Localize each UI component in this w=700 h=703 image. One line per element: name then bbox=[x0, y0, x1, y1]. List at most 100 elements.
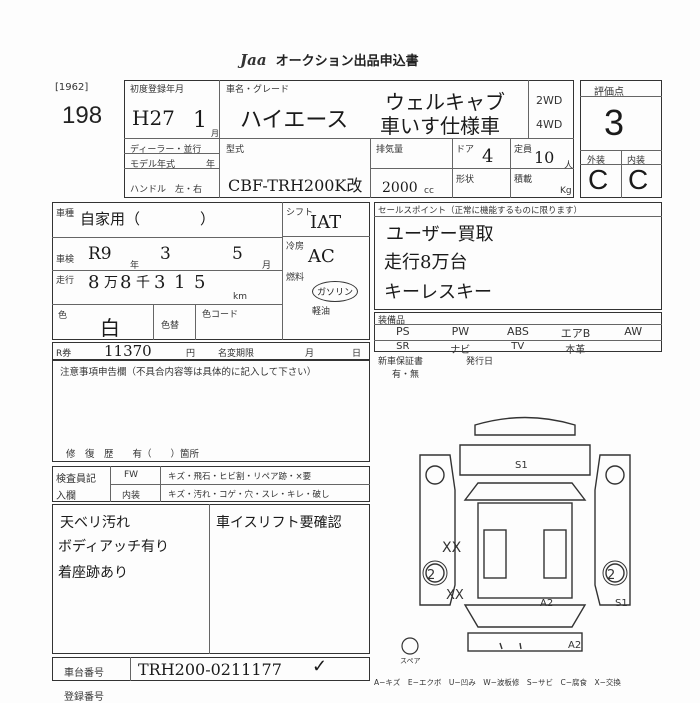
mileage-digit: 万 bbox=[104, 275, 118, 291]
handle-label: ハンドル 左・右 bbox=[130, 185, 203, 195]
inspection-month: 5 bbox=[232, 244, 243, 264]
recycle-unit: 円 bbox=[186, 349, 196, 359]
inspector-fw-items: キズ・飛石・ヒビ割・リペア跡・×要 bbox=[168, 472, 312, 482]
color-value: 白 bbox=[100, 316, 120, 340]
sales-line: ユーザー買取 bbox=[386, 224, 494, 245]
registration-number-label: 登録番号 bbox=[64, 692, 104, 703]
remark-right: 車イスリフト要確認 bbox=[216, 515, 342, 531]
car-name-label: 車名・グレード bbox=[226, 85, 290, 95]
equipment-item: SR bbox=[396, 341, 410, 352]
remark-left: 天ベリ汚れ bbox=[60, 515, 130, 531]
repair-history: 修 復 歴 有（ ）箇所 bbox=[66, 449, 200, 460]
interior-label: 内装 bbox=[627, 156, 646, 166]
mileage-digit: 3 bbox=[154, 272, 166, 293]
interior-grade: C bbox=[628, 164, 649, 195]
equipment-label: 装備品 bbox=[378, 316, 406, 326]
color-code-label: 色コード bbox=[202, 310, 239, 320]
mileage-unit: km bbox=[233, 292, 247, 302]
mileage-digit: 8 bbox=[120, 272, 132, 293]
diagram-mark: 2 bbox=[427, 568, 436, 583]
spare-tire-icon bbox=[401, 637, 419, 655]
header: Jaa オークション出品申込書 bbox=[240, 50, 480, 70]
chassis-label: 車台番号 bbox=[64, 668, 104, 679]
car-name: ハイエース bbox=[240, 108, 349, 133]
fuel-label: 燃料 bbox=[286, 273, 305, 283]
diagram-mark: 2 bbox=[607, 568, 616, 583]
capacity-label: 定員 bbox=[514, 145, 533, 155]
damage-legend: A−キズ E−エクボ U−凹み W−波板修 S−サビ C−腐食 X−交換 bbox=[374, 678, 621, 687]
exterior-grade: C bbox=[588, 164, 609, 195]
vehicle-info-grid bbox=[124, 80, 574, 198]
shift-label: シフト bbox=[286, 208, 314, 218]
mileage-digit: 1 bbox=[174, 272, 186, 293]
ac-value: AC bbox=[308, 246, 335, 267]
drive-4wd: 4WD bbox=[536, 118, 563, 131]
lot-code: [1962] bbox=[55, 82, 89, 93]
chassis-row bbox=[52, 657, 370, 681]
remarks-box bbox=[52, 504, 370, 654]
car-grade-line2: 車いす仕様車 bbox=[380, 114, 500, 138]
auction-logo: Jaa bbox=[240, 51, 267, 69]
displacement-unit: cc bbox=[424, 186, 434, 196]
diagram-mark: XX bbox=[446, 588, 464, 603]
mileage-digit: 千 bbox=[136, 275, 150, 291]
sales-points bbox=[374, 202, 662, 310]
registration-grid bbox=[52, 202, 370, 340]
inspector-label: 検査員記入欄 bbox=[56, 474, 96, 502]
color-change-label: 色替 bbox=[161, 321, 180, 331]
score-label: 評価点 bbox=[594, 87, 624, 98]
equipment-grid bbox=[374, 312, 662, 352]
car-type-label: 車種 bbox=[56, 209, 75, 219]
lot-number: 198 bbox=[62, 102, 103, 129]
load-unit: Kg bbox=[560, 186, 572, 196]
model-year-label: モデル年式 bbox=[130, 160, 176, 170]
diagram-mark: S1 bbox=[515, 460, 528, 471]
inspection-month-unit: 月 bbox=[262, 261, 272, 271]
capacity-value: 10 bbox=[534, 148, 555, 167]
shift-value: IAT bbox=[310, 212, 342, 233]
issuer-label: 発行日 bbox=[466, 357, 494, 367]
reg-date-label: 初度登録年月 bbox=[130, 85, 185, 95]
mileage-label: 走行 bbox=[56, 276, 75, 286]
color-label: 色 bbox=[58, 311, 68, 321]
load-label: 積載 bbox=[514, 175, 533, 185]
shape-label: 形状 bbox=[456, 175, 475, 185]
new-car-cert-value: 有・無 bbox=[392, 370, 420, 380]
recycle-row bbox=[52, 342, 370, 360]
fuel-alt: 軽油 bbox=[312, 307, 331, 317]
diagram-mark: XX bbox=[442, 540, 462, 556]
equipment-item: ナビ bbox=[450, 345, 471, 356]
reg-month: 1 bbox=[193, 108, 207, 133]
fuel-value: ガソリン bbox=[312, 281, 359, 302]
inspection-year: 3 bbox=[160, 244, 171, 264]
sales-line: キーレスキー bbox=[384, 282, 492, 303]
sales-line: 走行8万台 bbox=[384, 252, 468, 273]
doors-label: ドア bbox=[456, 145, 475, 155]
diagram-mark: A2 bbox=[568, 640, 582, 651]
displacement-value: 2000 bbox=[382, 180, 418, 196]
inspection-year-unit: 年 bbox=[130, 261, 140, 271]
dealer-label: ディーラー・並行 bbox=[130, 145, 202, 155]
recycle-value: 11370 bbox=[104, 342, 152, 360]
diagram-mark: A2 bbox=[540, 598, 554, 609]
car-damage-diagram bbox=[419, 416, 631, 652]
reg-month-unit: 月 bbox=[211, 129, 219, 138]
equipment-item: PW bbox=[451, 325, 470, 338]
remark-left: 着座跡あり bbox=[58, 565, 128, 581]
inspection-label: 車検 bbox=[56, 255, 75, 265]
new-car-cert-label: 新車保証書 bbox=[378, 357, 424, 367]
notes-label: 注意事項申告欄（不具合内容等は具体的に記入して下さい） bbox=[60, 367, 317, 378]
equipment-item: エアB bbox=[560, 327, 591, 340]
car-type-value: 自家用（ ） bbox=[80, 210, 216, 228]
notes-box bbox=[52, 360, 370, 462]
mileage-digit: 5 bbox=[194, 272, 206, 293]
chassis-value: TRH200-0211177 bbox=[138, 660, 282, 679]
name-change-day: 日 bbox=[352, 349, 362, 359]
spare-label: スペア bbox=[400, 657, 421, 665]
doors-value: 4 bbox=[482, 146, 494, 167]
recycle-label: R券 bbox=[56, 349, 72, 359]
car-grade-line1: ウェルキャブ bbox=[385, 90, 505, 114]
mileage-digit: 8 bbox=[88, 272, 100, 293]
model-value: CBF-TRH200K改 bbox=[228, 176, 363, 195]
ac-label: 冷房 bbox=[286, 242, 305, 252]
